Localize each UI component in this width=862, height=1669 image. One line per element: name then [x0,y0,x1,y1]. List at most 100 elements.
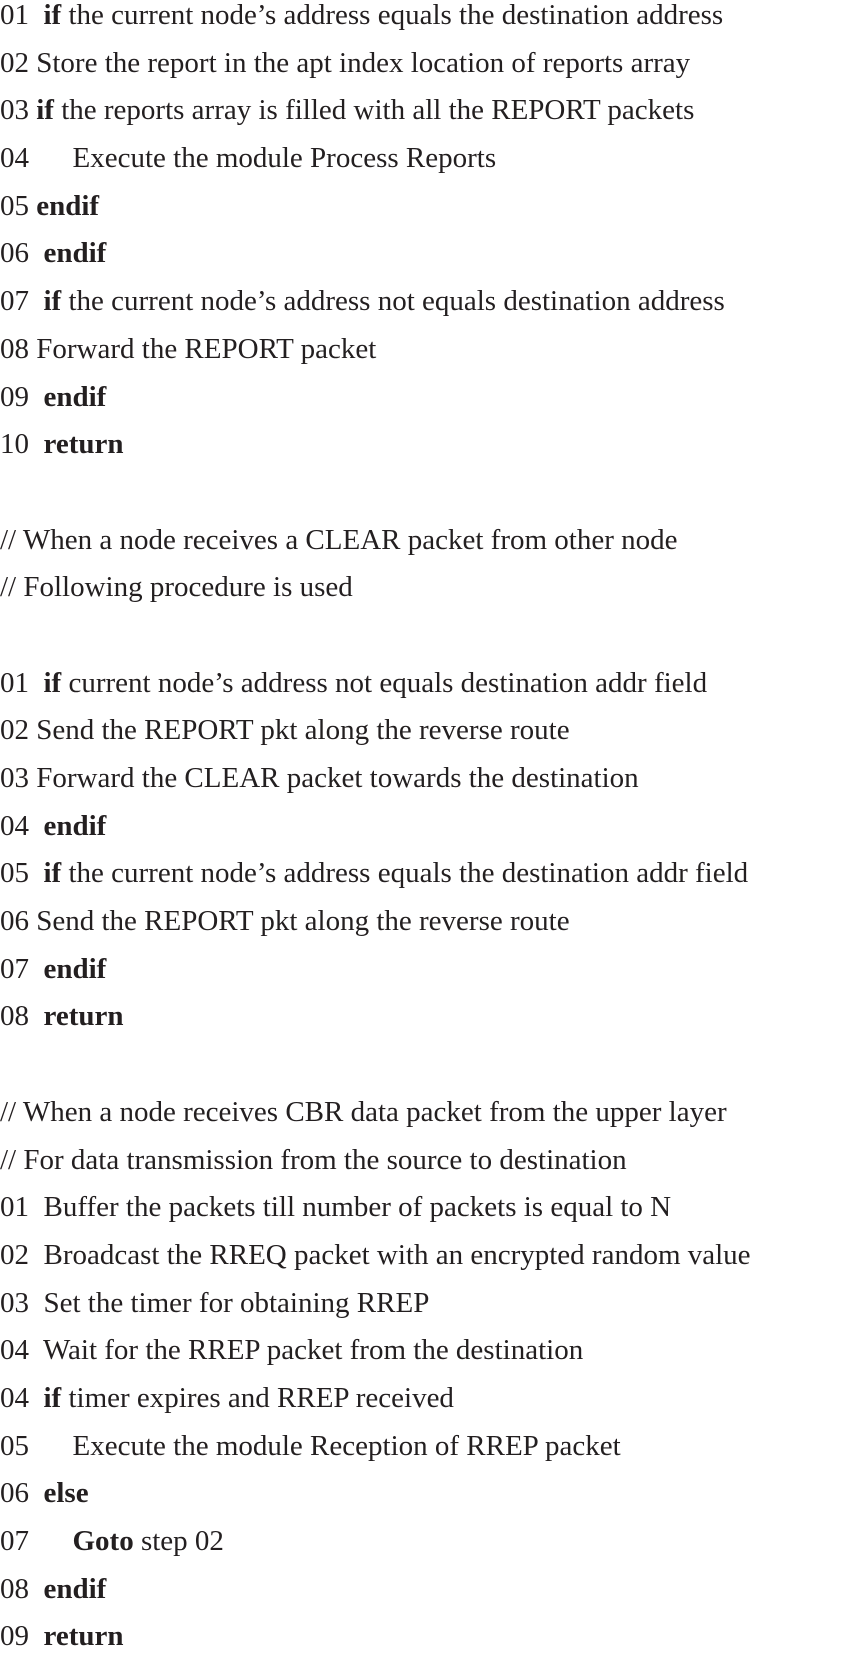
keyword: return [43,1620,124,1653]
code-line: 06 endif [0,238,862,286]
code-line: 01 if the current node’s address equals … [0,0,862,48]
blank-line [0,620,862,668]
code-line: 04 Execute the module Process Reports [0,143,862,191]
code-line: 05 Execute the module Reception of RREP … [0,1431,862,1479]
code-line: 01 Buffer the packets till number of pac… [0,1192,862,1240]
line-number: 02 [0,714,29,747]
code-line: 06 Send the REPORT pkt along the reverse… [0,906,862,954]
line-number: 09 [0,1620,29,1653]
keyword: return [43,428,124,461]
line-number: 07 [0,285,29,318]
line-number: 05 [0,857,29,890]
line-number: 06 [0,237,29,270]
line-text: Execute the module Reception of RREP pac… [72,1429,621,1462]
keyword: if [43,0,62,31]
code-line: 08 return [0,1001,862,1049]
keyword: endif [43,237,107,270]
line-number: 08 [0,332,29,365]
line-number: 03 [0,94,29,127]
line-number: 01 [0,666,29,699]
line-text: Store the report in the apt index locati… [36,46,691,79]
code-line: 03 Set the timer for obtaining RREP [0,1288,862,1336]
line-text: step 02 [133,1525,224,1557]
line-text: Wait for the RREP packet from the destin… [42,1334,584,1367]
keyword: Goto [72,1525,134,1557]
code-line: 03 Forward the CLEAR packet towards the … [0,763,862,811]
line-number: 06 [0,1477,29,1510]
code-line: 09 endif [0,382,862,430]
code-line: 10 return [0,429,862,477]
code-line: 08 Forward the REPORT packet [0,334,862,382]
code-block-report: 01 if the current node’s address equals … [0,0,862,477]
line-number: 07 [0,952,29,985]
line-number: 03 [0,1286,29,1319]
code-line: 05 endif [0,191,862,239]
line-text: Send the REPORT pkt along the reverse ro… [36,905,570,938]
line-number: 08 [0,1572,29,1605]
keyword: if [43,857,62,890]
blank-line [0,1049,862,1097]
line-text: timer expires and RREP received [61,1381,454,1414]
line-number: 02 [0,1238,29,1271]
code-line: 04 Wait for the RREP packet from the des… [0,1335,862,1383]
comment-line: // When a node receives a CLEAR packet f… [0,523,678,556]
line-text: Broadcast the RREQ packet with an encryp… [43,1238,751,1271]
line-number: 04 [0,809,29,842]
line-number: 10 [0,428,29,461]
line-number: 05 [0,189,29,222]
line-number: 04 [0,142,29,175]
code-line: 02 Store the report in the apt index loc… [0,48,862,96]
keyword: endif [43,1572,107,1605]
keyword: endif [43,809,107,842]
comment-line: // Following procedure is used [0,571,353,604]
line-text: the current node’s address not equals de… [61,285,725,318]
comment-line: // When a node receives CBR data packet … [0,1095,727,1128]
line-text: Forward the CLEAR packet towards the des… [36,762,639,794]
code-line: 04 if timer expires and RREP received [0,1383,862,1431]
blank-line [0,477,862,525]
keyword: if [43,1381,62,1414]
line-number: 01 [0,0,29,31]
line-number: 03 [0,762,29,794]
line-text: Buffer the packets till number of packet… [43,1191,672,1224]
code-line: 07 Goto step 02 [0,1526,862,1574]
line-number: 01 [0,1191,29,1224]
keyword: endif [43,380,107,413]
comment-block-clear: // When a node receives a CLEAR packet f… [0,525,862,620]
line-text: Send the REPORT pkt along the reverse ro… [36,714,570,747]
line-text: Forward the REPORT packet [36,332,377,365]
keyword: endif [43,952,107,985]
code-line: 08 endif [0,1574,862,1622]
line-text: Execute the module Process Reports [72,142,497,175]
code-line: 06 else [0,1478,862,1526]
line-number: 06 [0,905,29,938]
keyword: if [43,285,62,318]
code-line: 03 if the reports array is filled with a… [0,95,862,143]
line-text: the current node’s address equals the de… [61,0,724,31]
line-text: the reports array is filled with all the… [53,94,695,127]
code-block-cbr: // When a node receives CBR data packet … [0,1097,862,1669]
line-number: 04 [0,1334,29,1367]
code-line: 07 if the current node’s address not equ… [0,286,862,334]
code-line: 04 endif [0,811,862,859]
comment-line: // For data transmission from the source… [0,1143,627,1176]
code-line: 07 endif [0,954,862,1002]
line-number: 07 [0,1525,29,1557]
code-line: 02 Send the REPORT pkt along the reverse… [0,715,862,763]
code-line: 01 if current node’s address not equals … [0,668,862,716]
line-number: 09 [0,380,29,413]
line-number: 08 [0,1000,29,1033]
line-number: 04 [0,1381,29,1414]
line-text: current node’s address not equals destin… [61,666,708,699]
keyword: if [36,94,54,127]
keyword: return [43,1000,124,1033]
code-line: 09 return [0,1621,862,1669]
keyword: endif [36,189,100,222]
line-number: 02 [0,46,29,79]
code-line: 05 if the current node’s address equals … [0,858,862,906]
line-number: 05 [0,1429,29,1462]
code-block-clear: 01 if current node’s address not equals … [0,668,862,1050]
keyword: if [43,666,62,699]
line-text: the current node’s address equals the de… [61,857,749,890]
